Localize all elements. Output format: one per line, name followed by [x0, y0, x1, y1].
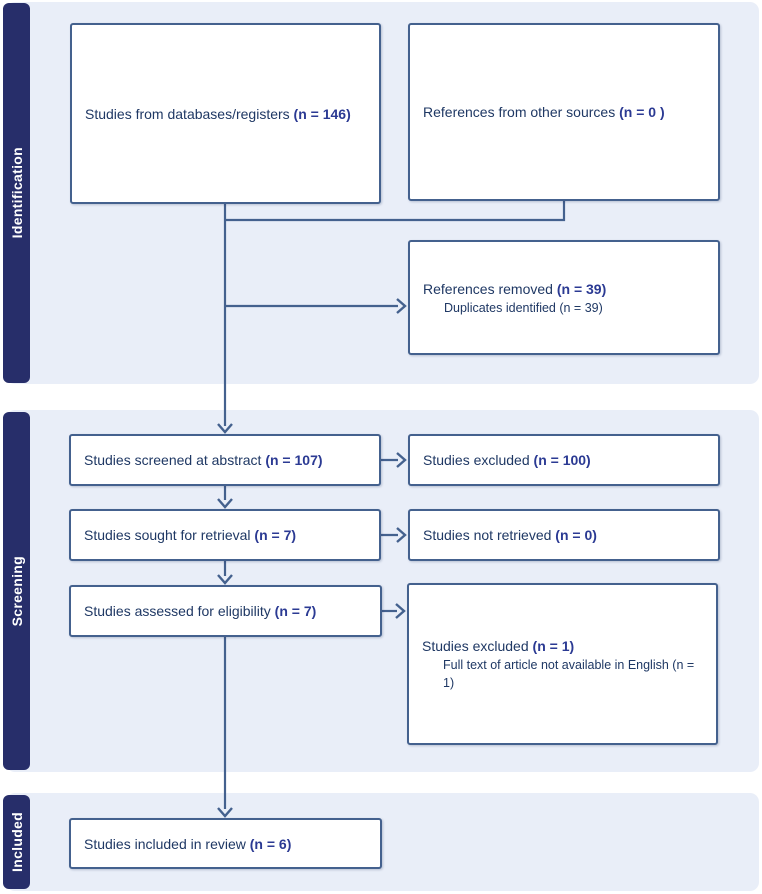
- box-text: Studies from databases/registers: [85, 105, 294, 122]
- box-label: Studies sought for retrieval (n = 7): [84, 525, 296, 545]
- box-label: References removed (n = 39): [423, 279, 606, 299]
- screening-label: Screening: [3, 412, 30, 770]
- box-text: Studies included in review: [84, 835, 250, 852]
- screening-label-text: Screening: [8, 555, 25, 627]
- included-label-text: Included: [8, 812, 25, 872]
- box-count: (n = 107): [265, 452, 323, 468]
- box-studies-excluded-fulltext: Studies excluded (n = 1) Full text of ar…: [407, 583, 718, 745]
- box-sublabel: Duplicates identified (n = 39): [444, 300, 603, 315]
- box-text: Studies assessed for eligibility: [84, 603, 275, 619]
- box-count: (n = 146): [293, 105, 351, 122]
- identification-label: Identification: [3, 3, 30, 383]
- box-references-removed: References removed (n = 39) Duplicates i…: [408, 240, 720, 355]
- box-studies-from-databases: Studies from databases/registers (n = 14…: [70, 23, 381, 204]
- box-text: References removed: [423, 280, 557, 297]
- box-text: Studies excluded: [423, 452, 534, 468]
- box-count: (n = 7): [274, 603, 317, 619]
- box-count: (n = 100): [533, 452, 591, 468]
- box-studies-assessed: Studies assessed for eligibility (n = 7): [69, 585, 382, 637]
- box-count: (n = 0): [555, 527, 597, 543]
- box-references-other-sources: References from other sources (n = 0 ): [408, 23, 720, 201]
- box-text: Studies sought for retrieval: [84, 527, 255, 543]
- box-label: Studies screened at abstract (n = 107): [84, 450, 323, 470]
- box-label: Studies assessed for eligibility (n = 7): [84, 601, 316, 621]
- box-count: (n = 1): [532, 638, 575, 654]
- box-sublabel: Full text of article not available in En…: [443, 658, 695, 690]
- box-text: References from other sources: [423, 104, 620, 120]
- box-studies-not-retrieved: Studies not retrieved (n = 0): [408, 509, 720, 561]
- box-count: (n = 0 ): [619, 104, 665, 120]
- box-label: Studies excluded (n = 100): [423, 450, 591, 470]
- box-studies-excluded-abstract: Studies excluded (n = 100): [408, 434, 720, 486]
- included-label: Included: [3, 795, 30, 889]
- box-label: Studies included in review (n = 6): [84, 834, 291, 854]
- box-label: References from other sources (n = 0 ): [423, 102, 665, 122]
- box-text: Studies excluded: [422, 638, 533, 654]
- identification-label-text: Identification: [8, 147, 25, 239]
- box-label: Studies not retrieved (n = 0): [423, 525, 597, 545]
- box-studies-included: Studies included in review (n = 6): [69, 818, 382, 869]
- box-text: Studies screened at abstract: [84, 452, 266, 468]
- box-count: (n = 6): [249, 835, 292, 852]
- box-count: (n = 39): [556, 280, 607, 297]
- box-label: Studies from databases/registers (n = 14…: [85, 104, 351, 124]
- box-count: (n = 7): [254, 527, 297, 543]
- box-text: Studies not retrieved: [423, 527, 556, 543]
- box-studies-screened: Studies screened at abstract (n = 107): [69, 434, 381, 486]
- box-label: Studies excluded (n = 1): [422, 636, 574, 656]
- box-studies-sought: Studies sought for retrieval (n = 7): [69, 509, 381, 561]
